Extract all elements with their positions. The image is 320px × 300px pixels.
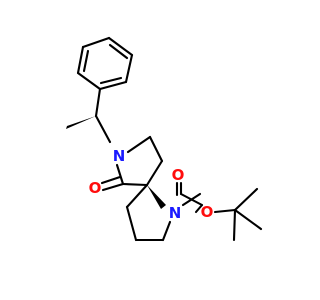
bond-carbonyl-c — [179, 192, 204, 207]
bond-ph-2 — [107, 36, 134, 57]
bond-c-oester — [194, 203, 204, 214]
bond-co-double-b — [100, 175, 122, 185]
bond-pyr-1 — [125, 205, 138, 242]
bond-ph-chiral — [94, 87, 102, 118]
bond-pyr-3 — [161, 220, 172, 242]
bond-chiral-n — [94, 114, 112, 144]
atom-o-ester: O — [201, 203, 214, 221]
bond-cq-me1 — [233, 187, 259, 212]
bond-spiro-co — [121, 182, 149, 187]
bond-ph-5 — [76, 71, 102, 91]
bond-ph-6 — [76, 45, 85, 75]
bond-ph-4 — [98, 80, 128, 91]
structure-diagram: N O N O O — [66, 36, 263, 242]
bond-spiro-ch2 — [125, 183, 149, 209]
bond-cq-me3 — [232, 208, 237, 242]
bond-ch2-spiro — [145, 159, 164, 187]
bond-ph-4-inner — [99, 76, 123, 85]
bond-layer — [66, 36, 263, 242]
bond-cq-me2 — [233, 208, 263, 231]
bond-ph-3 — [124, 53, 134, 84]
bond-ph-2-inner — [108, 43, 129, 60]
atom-n-carbamate: N — [169, 204, 182, 222]
molecule-canvas: N O N O O — [66, 36, 263, 242]
wedge-bond-methyl — [66, 116, 96, 129]
bond-co-double-a — [101, 182, 125, 192]
wedge-bond-spiro — [147, 185, 166, 209]
bond-co-n — [115, 163, 125, 186]
atom-o-ketone: O — [89, 179, 102, 197]
bond-ph-1 — [81, 36, 111, 49]
bond-ph-6-inner — [82, 49, 90, 73]
atom-o-carbonyl: O — [172, 166, 185, 184]
bond-n-ch2 — [126, 135, 152, 154]
bond-ch2-ch2 — [148, 135, 164, 163]
atom-n-lactam: N — [113, 147, 126, 165]
atom-layer: N O N O O — [89, 147, 214, 222]
bond-oester-cq — [213, 208, 237, 214]
